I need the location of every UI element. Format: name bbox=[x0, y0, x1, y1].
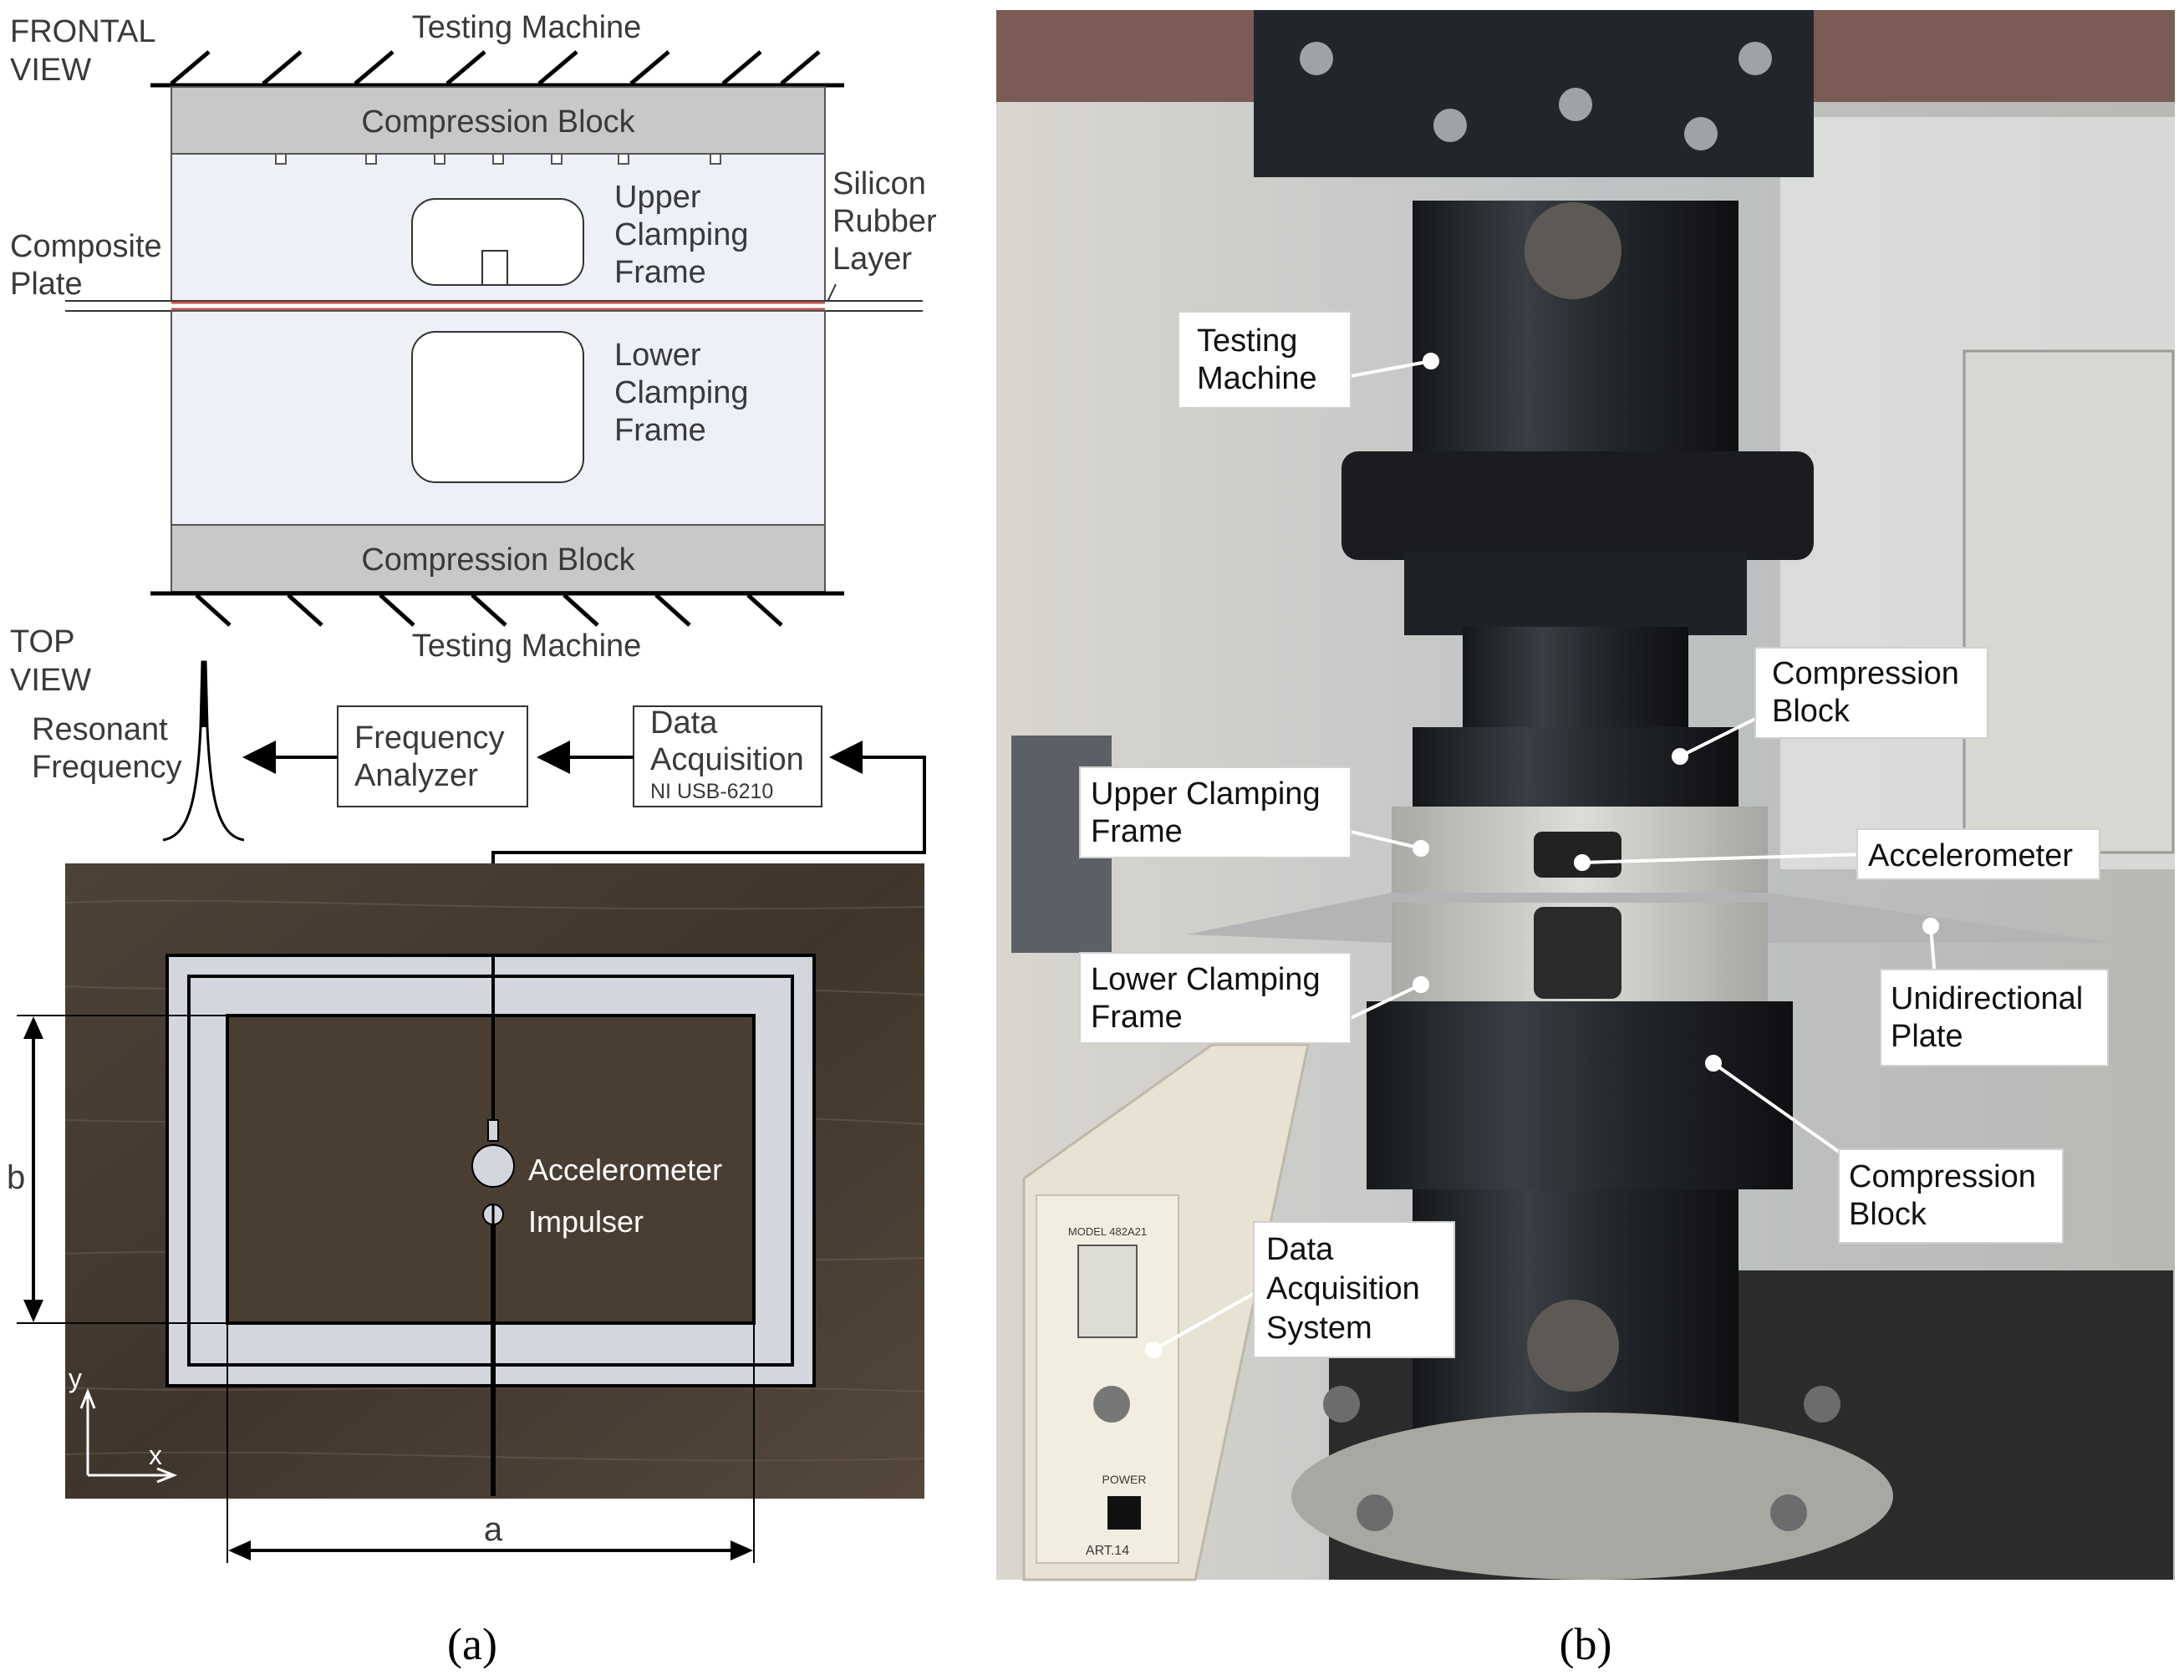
resonant-frequency-label: Resonant Frequency bbox=[32, 712, 182, 785]
machine-flange bbox=[1341, 451, 1814, 560]
silicon-rubber-label: Silicon Rubber Layer bbox=[832, 166, 945, 277]
callout-compression-block-lower: Compression Block bbox=[1838, 1148, 2064, 1244]
axis-y-label: y bbox=[69, 1363, 82, 1393]
composite-plate-label: Composite Plate bbox=[10, 229, 171, 302]
lower-column-knob bbox=[1527, 1300, 1619, 1392]
dim-b-arrow-top bbox=[23, 1016, 43, 1039]
dim-b-label: b bbox=[7, 1159, 25, 1196]
frequency-analyzer-box bbox=[337, 705, 528, 807]
upper-frame-label: Upper Clamping Frame bbox=[614, 180, 757, 290]
machine-collar bbox=[1404, 552, 1747, 635]
callout-upper-clamping-frame: Upper Clamping Frame bbox=[1079, 766, 1352, 858]
callout-data-acquisition-system: Data Acquisition System bbox=[1253, 1221, 1455, 1358]
accelerometer-label: Accelerometer bbox=[528, 1153, 722, 1187]
base-bolts bbox=[1323, 1386, 1840, 1531]
caption-a: (a) bbox=[447, 1619, 497, 1669]
cylinder-knob bbox=[1525, 202, 1621, 299]
svg-text:Compression Block: Compression Block bbox=[1772, 656, 1968, 729]
callout-unidirectional-plate: Unidirectional Plate bbox=[1880, 969, 2109, 1067]
compression-block-top-label: Compression Block bbox=[361, 104, 635, 140]
top-view-label-2: VIEW bbox=[10, 663, 91, 698]
svg-text:Compression Block: Compression Block bbox=[1849, 1159, 2044, 1232]
svg-text:Upper Clamping Frame: Upper Clamping Frame bbox=[1091, 776, 1329, 849]
machine-bolts bbox=[1300, 42, 1772, 150]
compression-block-bottom-label: Compression Block bbox=[361, 542, 635, 578]
compression-block-lower-photo bbox=[1367, 1001, 1793, 1189]
svg-text:Testing Machine: Testing Machine bbox=[1197, 323, 1317, 396]
xy-axes bbox=[79, 1387, 178, 1484]
base-plate-photo bbox=[1291, 1413, 1893, 1580]
callout-accelerometer: Accelerometer bbox=[1856, 828, 2100, 880]
compression-block-upper-photo bbox=[1413, 727, 1739, 811]
callout-testing-machine: Testing Machine bbox=[1178, 311, 1352, 409]
rubber-leader bbox=[827, 283, 837, 303]
svg-text:Data Acquisition: Data Acquisition System bbox=[1266, 1232, 1428, 1346]
callout-lower-clamping-frame: Lower Clamping Frame bbox=[1079, 952, 1352, 1044]
impulser-label: Impulser bbox=[528, 1204, 644, 1239]
background-equipment bbox=[1963, 349, 2175, 854]
daq-model-text: MODEL 482A21 bbox=[1068, 1225, 1147, 1238]
lower-frame-window bbox=[411, 331, 584, 483]
testing-machine-top-label: Testing Machine bbox=[412, 10, 642, 45]
machine-piston bbox=[1463, 627, 1688, 736]
svg-text:Lower Clamping Frame: Lower Clamping Frame bbox=[1091, 962, 1329, 1035]
dim-b-arrow-bottom bbox=[23, 1300, 43, 1322]
dim-a-label: a bbox=[484, 1511, 503, 1548]
data-acquisition-label: Data Acquisition bbox=[650, 705, 804, 777]
lower-frame-window-photo bbox=[1534, 907, 1621, 999]
testing-machine-top-hatch bbox=[150, 50, 844, 88]
machine-head bbox=[1254, 10, 1814, 177]
callout-compression-block-upper: Compression Block bbox=[1754, 647, 1988, 739]
daq-power-text: POWER bbox=[1102, 1473, 1147, 1486]
accelerometer-slot bbox=[481, 250, 508, 286]
daq-art-text: ART.14 bbox=[1086, 1544, 1129, 1558]
accelerometer-photo bbox=[1534, 832, 1621, 878]
frontal-view-label-1: FRONTAL bbox=[10, 14, 156, 49]
daq-knob bbox=[1093, 1386, 1130, 1423]
dim-a-arrow-right bbox=[731, 1540, 753, 1560]
daq-power-switch bbox=[1107, 1496, 1141, 1530]
accelerometer-connector bbox=[487, 1119, 499, 1142]
svg-text:Accelerometer: Accelerometer bbox=[1868, 838, 2073, 873]
dim-a-arrow-left bbox=[228, 1540, 251, 1560]
panel-b-photo: MODEL 482A21 POWER ART.14 Testing Machin… bbox=[996, 10, 2175, 1669]
testing-machine-bottom-hatch bbox=[150, 591, 844, 627]
panel-a: FRONTAL VIEW Testing Machine Compression… bbox=[7, 10, 945, 1669]
testing-machine-bottom-label: Testing Machine bbox=[412, 629, 642, 664]
frequency-analyzer-label: Frequency Analyzer bbox=[354, 720, 513, 793]
top-view-label-1: TOP bbox=[10, 624, 74, 659]
frame-pins bbox=[275, 153, 721, 165]
caption-b: (b) bbox=[1560, 1619, 1612, 1669]
lower-frame-label: Lower Clamping Frame bbox=[614, 338, 757, 448]
axis-x-label: x bbox=[149, 1440, 162, 1470]
data-acquisition-box bbox=[633, 705, 822, 807]
callout-leaders bbox=[1145, 353, 1939, 1358]
accelerometer-sensor bbox=[471, 1144, 515, 1188]
svg-text:Unidirectional Plate: Unidirectional Plate bbox=[1891, 981, 2092, 1054]
daq-gauge bbox=[1077, 1245, 1138, 1338]
daq-model-label: NI USB-6210 bbox=[650, 780, 773, 803]
frontal-view-label-2: VIEW bbox=[10, 53, 91, 88]
